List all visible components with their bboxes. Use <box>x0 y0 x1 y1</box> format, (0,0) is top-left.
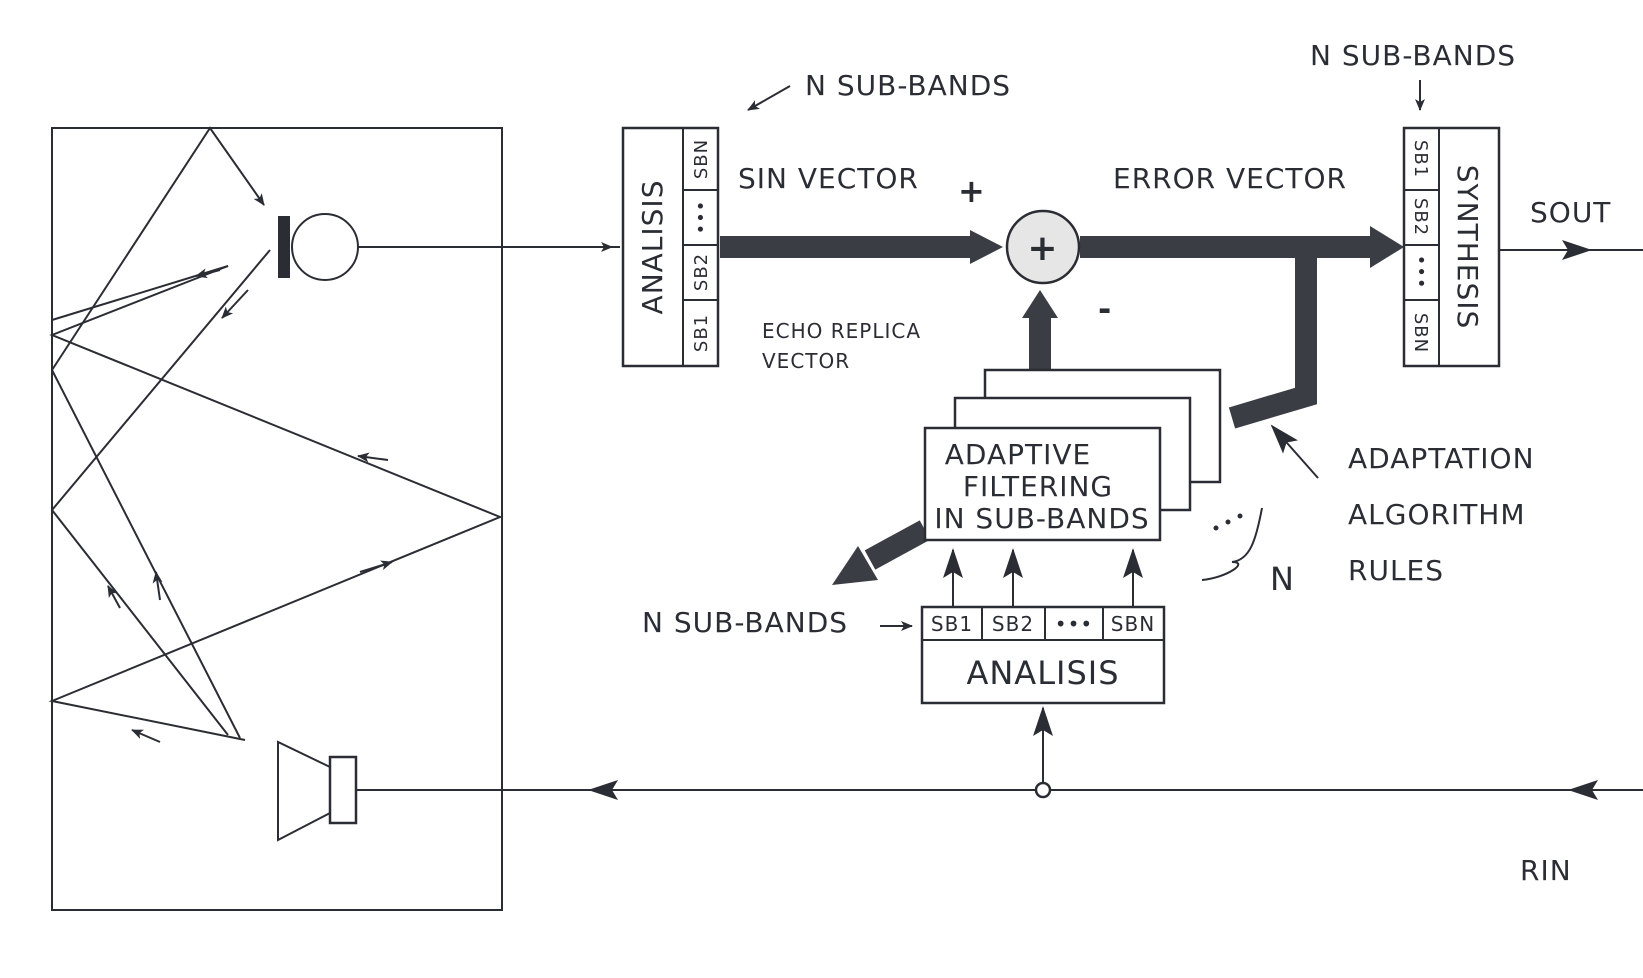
synthesis-band: SB2 <box>1410 198 1431 236</box>
analysis-top-title: ANALISIS <box>636 180 669 315</box>
synthesis-band: SB1 <box>1410 140 1431 178</box>
echo-replica-label-line1: ECHO REPLICA <box>762 319 921 343</box>
echo-replica-label-line2: VECTOR <box>762 349 850 373</box>
analysis-top-subbands-note: N SUB-BANDS <box>805 69 1011 102</box>
adaptation-label-line3: RULES <box>1348 554 1444 587</box>
adaptive-filter-stack: ADAPTIVE FILTERING IN SUB-BANDS <box>923 368 1222 542</box>
room-enclosure <box>51 127 503 911</box>
analysis-bottom-band: SBN <box>1111 612 1155 636</box>
analysis-bottom-subbands-note: N SUB-BANDS <box>642 606 848 639</box>
microphone-icon <box>278 213 359 281</box>
summing-junction: + <box>1005 209 1081 285</box>
minus-sign-label: - <box>1098 290 1112 328</box>
synthesis-band: ••• <box>1410 255 1431 290</box>
analysis-bottom-band: ••• <box>1055 612 1093 636</box>
analysis-top-band: ••• <box>691 200 712 235</box>
stack-count-label: N <box>1270 560 1295 598</box>
stack-count-brace: N <box>1201 507 1295 598</box>
loudspeaker-icon <box>277 740 358 842</box>
analysis-bottom-band: SB2 <box>992 612 1034 636</box>
adaptive-filter-line1: ADAPTIVE <box>945 438 1091 471</box>
adaptation-label-line2: ALGORITHM <box>1348 498 1526 531</box>
analysis-bottom-title: ANALISIS <box>966 654 1119 692</box>
synthesis-block: SYNTHESIS SB1 SB2 ••• SBN <box>1402 126 1501 368</box>
rin-label: RIN <box>1520 854 1572 887</box>
analysis-block-bottom: SB1 SB2 ••• SBN ANALISIS <box>920 605 1166 705</box>
analysis-bottom-band: SB1 <box>931 612 973 636</box>
summer-symbol: + <box>1027 228 1058 269</box>
adaptation-label-line1: ADAPTATION <box>1348 442 1535 475</box>
band-to-filter-arrows <box>943 548 1143 607</box>
analysis-top-band: SB2 <box>691 253 712 291</box>
sin-vector-arrowhead <box>970 230 1003 264</box>
filter-output-arrowhead <box>832 546 878 585</box>
echo-ray-paths <box>48 126 503 743</box>
plus-sign-label: + <box>958 172 986 210</box>
analysis-top-band: SBN <box>691 139 712 179</box>
synthesis-subbands-note: N SUB-BANDS <box>1310 39 1516 72</box>
vector-paths <box>720 226 1404 585</box>
error-vector-arrowhead <box>1370 226 1404 268</box>
sin-vector-label: SIN VECTOR <box>738 162 919 195</box>
analysis-block-top: ANALISIS SBN ••• SB2 SB1 <box>621 126 720 368</box>
sout-label: SOUT <box>1530 196 1611 229</box>
adaptive-filter-line3: IN SUB-BANDS <box>934 502 1149 535</box>
adaptive-filter-line2: FILTERING <box>963 470 1113 503</box>
echo-replica-arrowhead <box>1022 290 1058 318</box>
annotation-labels: N SUB-BANDS N SUB-BANDS N SUB-BANDS SIN … <box>642 39 1611 887</box>
synthesis-band: SBN <box>1410 313 1431 353</box>
signal-lines <box>356 240 1643 800</box>
synthesis-title: SYNTHESIS <box>1451 165 1484 329</box>
analysis-top-band: SB1 <box>691 314 712 352</box>
error-vector-label: ERROR VECTOR <box>1113 162 1347 195</box>
